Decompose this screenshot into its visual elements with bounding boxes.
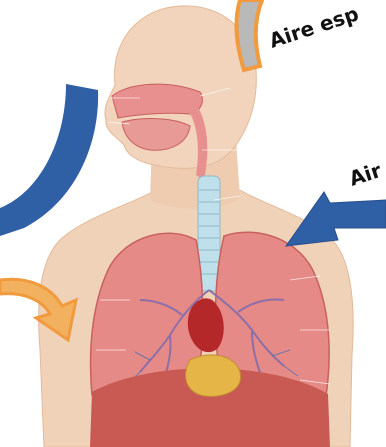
abdominal-organs [186,355,241,396]
gray-curved-arrow [237,0,262,70]
label-air: Air [346,158,384,191]
nasal-cavity [112,84,202,118]
blue-curved-arrow [0,84,98,236]
label-aire-esp: Aire esp [266,1,361,52]
